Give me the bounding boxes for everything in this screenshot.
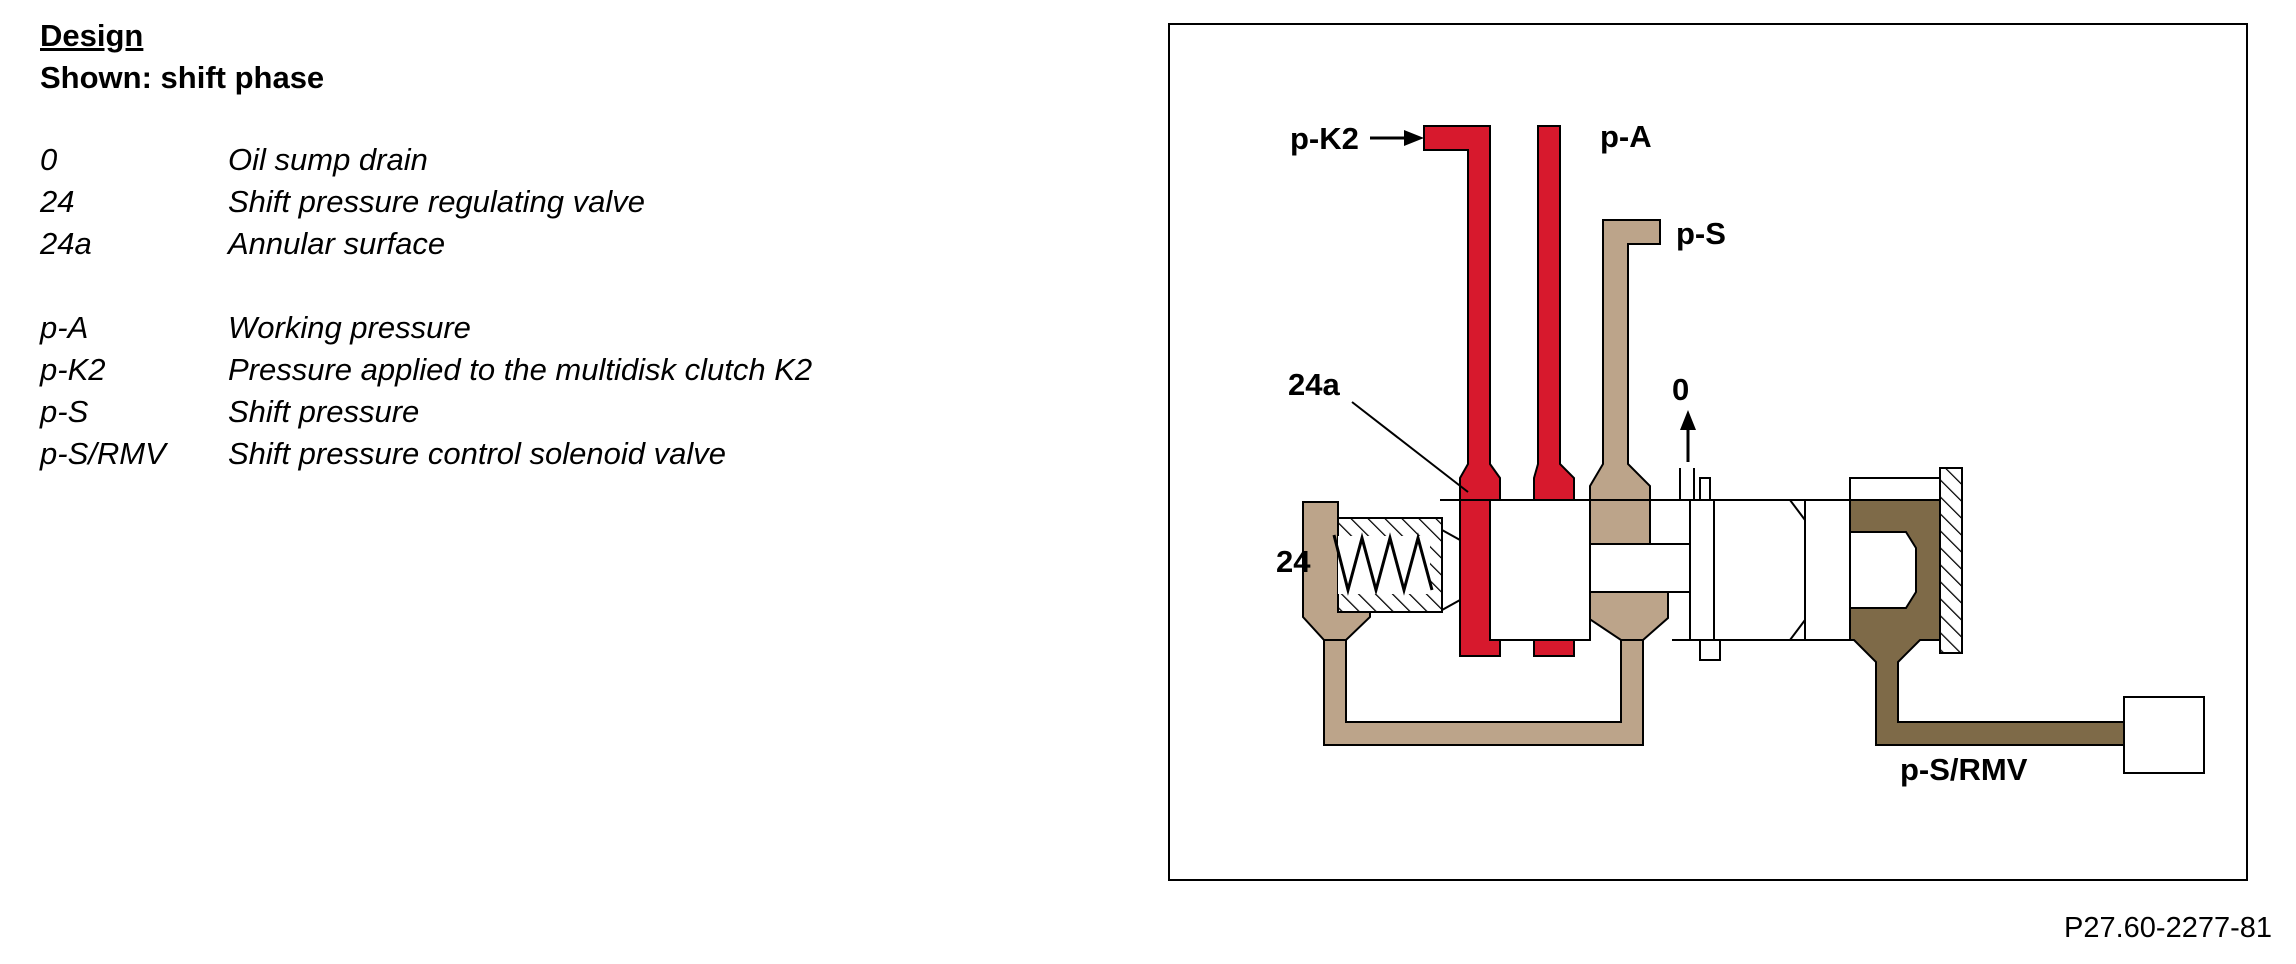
- legend-key: 0: [40, 142, 58, 177]
- label-0: 0: [1672, 372, 1689, 407]
- legend-key: p-S/RMV: [40, 436, 166, 471]
- legend-key: p-S: [40, 394, 89, 429]
- figure-reference: P27.60-2277-81: [2064, 912, 2272, 944]
- legend-key: 24a: [40, 226, 92, 261]
- rmv-chamber-cavity: [1849, 531, 1917, 609]
- figure-frame: [1168, 23, 2248, 881]
- label-24a: 24a: [1288, 367, 1340, 402]
- legend-desc: Shift pressure regulating valve: [228, 184, 646, 219]
- label-pk2: p-K2: [1290, 121, 1359, 156]
- solenoid-valve-box: [2123, 696, 2205, 774]
- spool-land-right: [1689, 499, 1806, 641]
- spool-stem: [1589, 543, 1691, 593]
- label-24: 24: [1276, 544, 1311, 579]
- legend-desc: Shift pressure: [228, 394, 420, 429]
- legend-desc: Annular surface: [228, 226, 446, 261]
- spool-land-end: [1804, 499, 1851, 641]
- spring-seat-nose: [1441, 528, 1461, 612]
- legend-desc: Working pressure: [228, 310, 471, 345]
- legend-key: 24: [40, 184, 75, 219]
- end-plug-hatched: [1939, 467, 1963, 654]
- section-heading: Design: [40, 18, 144, 53]
- tan-lower-chamber: [1587, 591, 1669, 641]
- legend-key: p-A: [40, 310, 89, 345]
- pk2-arrow-head: [1404, 130, 1424, 146]
- drain-arrow-head: [1680, 410, 1696, 430]
- legend-desc: Oil sump drain: [228, 142, 428, 177]
- section-subheading: Shown: shift phase: [40, 60, 325, 95]
- leader-24a: [1351, 401, 1469, 493]
- valve-bore-top: [1440, 477, 1940, 501]
- valve-bore-bottom: [1672, 639, 1850, 661]
- legend-desc: Shift pressure control solenoid valve: [228, 436, 726, 471]
- label-ps: p-S: [1676, 216, 1726, 251]
- pk2-line: [1423, 125, 1501, 657]
- label-psrmv: p-S/RMV: [1900, 752, 2028, 787]
- valve-diagram: p-K2 p-A p-S 24a 0 24 p-S/RMV: [1276, 119, 2205, 787]
- compression-spring: [1332, 532, 1434, 596]
- label-pa: p-A: [1600, 119, 1652, 154]
- legend-key: p-K2: [40, 352, 106, 387]
- legend-desc: Pressure applied to the multidisk clutch…: [228, 352, 813, 387]
- spool-land-left: [1489, 499, 1591, 641]
- ps-supply-line: [1589, 219, 1661, 501]
